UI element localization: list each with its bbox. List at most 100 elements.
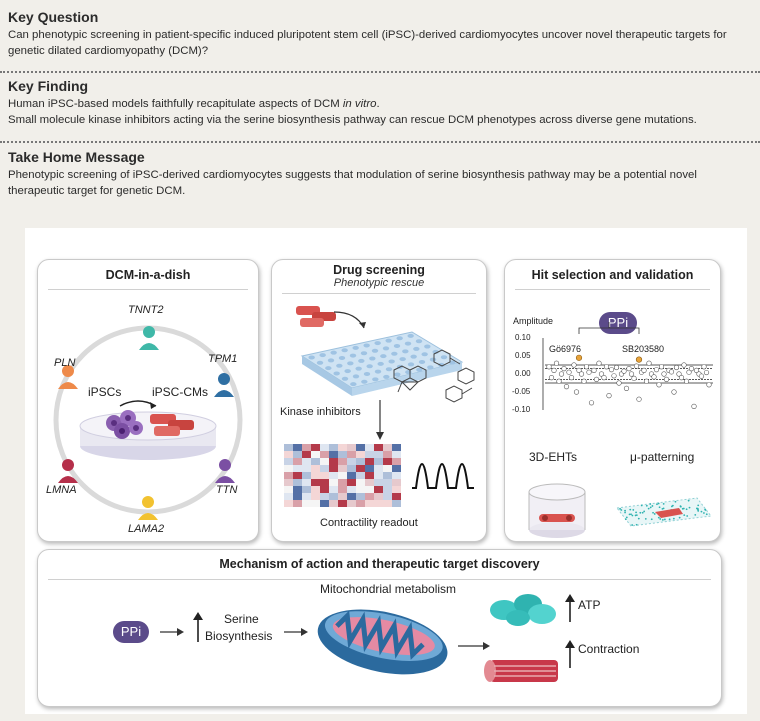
pattern-dot	[671, 504, 674, 507]
heatmap-cell	[347, 500, 356, 507]
heatmap-cell	[392, 493, 401, 500]
pattern-dot	[694, 513, 697, 516]
well	[383, 374, 390, 379]
key-finding-line1: Human iPSC-based models faithfully recap…	[8, 98, 380, 110]
data-point	[571, 362, 577, 368]
heatmap-cell	[392, 479, 401, 486]
well	[336, 363, 343, 368]
heatmap-cell	[365, 472, 374, 479]
panel-dcm-in-a-dish: DCM-in-a-dish	[37, 259, 259, 542]
take-home-section: Take Home Message Phenotypic screening o…	[8, 149, 752, 199]
data-point	[568, 374, 575, 381]
data-point	[598, 371, 605, 377]
key-finding-line2: Small molecule kinase inhibitors acting …	[8, 114, 697, 126]
pattern-dot	[635, 511, 637, 514]
panel-divider	[515, 289, 710, 290]
pattern-dot	[697, 504, 700, 507]
hit-label: Gö6976	[549, 344, 582, 354]
data-point	[573, 389, 580, 395]
pattern-dot	[620, 509, 623, 511]
pattern-dot	[631, 514, 634, 517]
heatmap-cell	[302, 472, 311, 479]
pattern-dot	[661, 507, 664, 510]
heatmap-cell	[311, 472, 320, 479]
heatmap-cell	[392, 486, 401, 493]
well	[363, 343, 370, 348]
well	[382, 346, 390, 351]
well	[416, 367, 423, 372]
gene-label: TTN	[216, 484, 238, 496]
heatmap-cell	[383, 458, 392, 465]
patterning-substrate-icon	[616, 497, 712, 527]
well	[369, 356, 376, 361]
take-home-text: Phenotypic screening of iPSC-derived car…	[8, 169, 697, 197]
pattern-dot	[668, 518, 671, 521]
well	[402, 349, 409, 354]
contraction-label: Contraction	[578, 642, 640, 656]
data-point	[613, 364, 620, 371]
heatmap-cell	[311, 444, 320, 451]
pattern-dot	[653, 513, 656, 515]
heatmap-cell	[356, 479, 365, 486]
heatmap-cell	[284, 486, 293, 493]
well	[366, 364, 373, 369]
well	[372, 377, 379, 382]
heatmap-cell	[374, 444, 383, 451]
heatmap-cell	[356, 444, 365, 451]
heatmap-cell	[302, 500, 311, 507]
pattern-dot	[663, 518, 666, 521]
heatmap-cell	[320, 458, 329, 465]
well	[325, 366, 332, 371]
well	[407, 333, 414, 338]
y-tick-label: 0.10	[515, 333, 531, 342]
heatmap-cell	[311, 486, 320, 493]
divider	[0, 141, 760, 143]
data-point	[673, 364, 680, 371]
pattern-dot	[629, 508, 632, 511]
data-point	[578, 371, 585, 377]
well	[404, 341, 412, 346]
well	[385, 367, 393, 372]
pattern-dot	[657, 502, 660, 505]
panel-divider	[48, 289, 248, 290]
amplitude-scatter	[542, 322, 713, 410]
heatmap-cell	[293, 479, 302, 486]
pattern-dot	[679, 505, 682, 507]
heatmap-cell	[365, 479, 374, 486]
data-point	[566, 369, 572, 375]
pattern-dot	[656, 503, 658, 506]
heatmap-cell	[383, 472, 392, 479]
pattern-dot	[643, 510, 646, 513]
pattern-dot	[649, 503, 652, 505]
heatmap-cell	[302, 479, 311, 486]
well	[449, 360, 456, 365]
heatmap-cell	[365, 493, 374, 500]
pattern-dot	[686, 515, 689, 517]
heatmap-cell	[338, 500, 347, 507]
panel-title: Mechanism of action and therapeutic targ…	[219, 557, 540, 571]
heatmap-cell	[338, 472, 347, 479]
pattern-dot	[635, 514, 638, 516]
pattern-dot	[632, 509, 635, 511]
panel-title: DCM-in-a-dish	[105, 268, 191, 282]
gene-label: LAMA2	[128, 523, 165, 535]
data-point	[583, 364, 590, 370]
data-point	[548, 374, 555, 381]
well	[410, 354, 417, 359]
heatmap-cell	[338, 479, 347, 486]
heatmap-cell	[284, 500, 293, 507]
heatmap-cell	[320, 493, 329, 500]
pattern-dot	[635, 523, 638, 526]
data-point	[626, 365, 632, 372]
well	[415, 339, 423, 344]
heatmap-cell	[365, 444, 374, 451]
drug-screening-illustration	[284, 306, 475, 507]
pattern-dot	[628, 513, 631, 516]
well	[358, 358, 365, 363]
person-icon	[58, 459, 78, 483]
well	[361, 379, 368, 384]
heatmap-cell	[311, 451, 320, 458]
heatmap-cell	[392, 458, 401, 465]
panel-divider	[282, 293, 476, 294]
data-point	[611, 373, 617, 379]
